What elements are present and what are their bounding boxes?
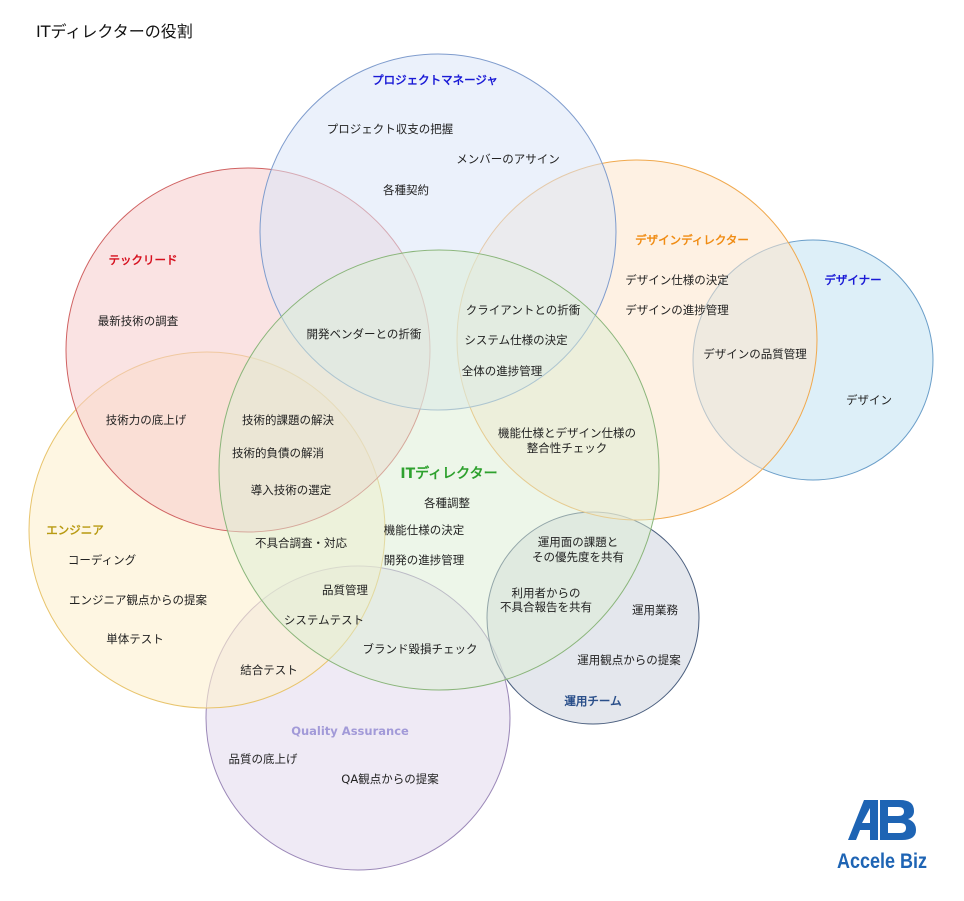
header-project-manager: プロジェクトマネージャ — [372, 73, 498, 87]
item-vendor-negotiation: 開発ベンダーとの折衝 — [307, 327, 422, 341]
item-contracts: 各種契約 — [383, 183, 429, 197]
item-ops-issue-line2: その優先度を共有 — [532, 550, 624, 564]
logo-wordmark: Accele Biz — [837, 850, 927, 873]
item-system-test: システムテスト — [284, 613, 364, 627]
logo-a-mark — [848, 800, 878, 840]
logo-b-mark — [880, 800, 916, 840]
item-brand-check: ブランド毀損チェック — [363, 642, 478, 656]
item-overall-progress: 全体の進捗管理 — [462, 364, 543, 378]
item-unit-test: 単体テスト — [106, 632, 164, 646]
item-func-design-check-line1: 機能仕様とデザイン仕様の — [498, 426, 636, 440]
item-design-quality: デザインの品質管理 — [703, 347, 807, 361]
item-quality-mgmt: 品質管理 — [322, 583, 368, 597]
header-designer: デザイナー — [824, 273, 881, 287]
item-design: デザイン — [846, 393, 892, 407]
header-tech-lead: テックリード — [109, 253, 178, 267]
item-client-negotiation: クライアントとの折衝 — [466, 303, 581, 317]
item-coordination: 各種調整 — [424, 496, 470, 510]
item-engineer-proposal: エンジニア観点からの提案 — [69, 593, 207, 607]
header-quality-assurance: Quality Assurance — [291, 724, 409, 738]
item-qa-proposal: QA観点からの提案 — [341, 772, 439, 786]
item-ops-proposal: 運用観点からの提案 — [577, 653, 681, 667]
item-integration-test: 結合テスト — [240, 663, 298, 677]
accele-biz-logo: Accele Biz — [837, 800, 927, 873]
item-user-report-line2: 不具合報告を共有 — [500, 600, 592, 614]
item-system-spec: システム仕様の決定 — [464, 333, 568, 347]
item-design-progress: デザインの進捗管理 — [625, 303, 729, 317]
page-title: ITディレクターの役割 — [36, 22, 193, 41]
item-coding: コーディング — [68, 553, 137, 567]
item-design-spec: デザイン仕様の決定 — [625, 273, 729, 287]
item-func-design-check-line2: 整合性チェック — [527, 441, 608, 455]
item-user-report-line1: 利用者からの — [512, 586, 581, 600]
item-tech-debt: 技術的負債の解消 — [232, 446, 324, 460]
circle-it-director — [218, 249, 660, 691]
item-project-budget: プロジェクト収支の把握 — [327, 122, 454, 136]
header-engineer: エンジニア — [46, 523, 104, 537]
item-ops-issue-line1: 運用面の課題と — [538, 535, 619, 549]
item-tech-select: 導入技術の選定 — [251, 483, 332, 497]
header-design-director: デザインディレクター — [635, 233, 749, 247]
header-it-director: ITディレクター — [400, 465, 497, 482]
item-raise-tech: 技術力の底上げ — [106, 413, 187, 427]
item-func-spec: 機能仕様の決定 — [384, 523, 465, 537]
item-bug-investigation: 不具合調査・対応 — [255, 536, 347, 550]
header-ops-team: 運用チーム — [564, 694, 622, 708]
item-member-assign: メンバーのアサイン — [456, 152, 560, 166]
item-tech-issues: 技術的課題の解決 — [242, 413, 334, 427]
item-raise-quality: 品質の底上げ — [229, 752, 298, 766]
item-latest-tech: 最新技術の調査 — [98, 314, 179, 328]
item-ops-work: 運用業務 — [632, 603, 678, 617]
item-dev-progress: 開発の進捗管理 — [384, 553, 465, 567]
